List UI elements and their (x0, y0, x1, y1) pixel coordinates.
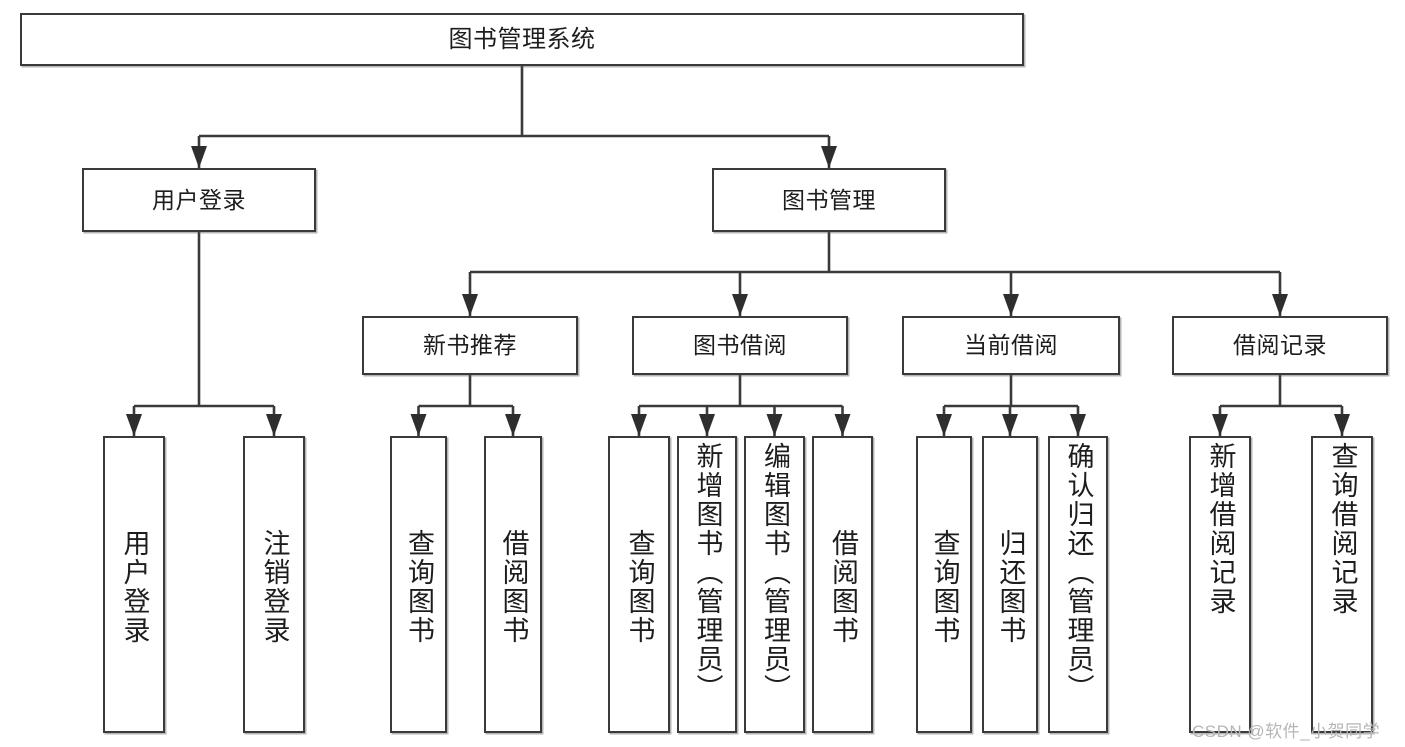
node-label: 图书借阅 (693, 332, 787, 359)
node-label: 用户登录 (119, 528, 150, 645)
node-label: 新书推荐 (423, 332, 517, 359)
connector-arrowhead (462, 294, 478, 316)
node-leaf-query-book-b[interactable]: 查询图书 (608, 436, 670, 733)
node-leaf-query-book-a[interactable]: 查询图书 (390, 436, 447, 733)
node-leaf-add-record[interactable]: 新增借阅记录 (1189, 436, 1251, 733)
watermark-label: CSDN @软件_小贺同学 (1192, 722, 1381, 741)
connector-arrowhead (126, 414, 142, 436)
node-user-login[interactable]: 用户登录 (82, 168, 316, 232)
node-label: 图书管理 (782, 186, 876, 213)
node-leaf-add-book[interactable]: 新增图书（管理员） (677, 436, 737, 733)
connector-arrowhead (834, 414, 851, 436)
node-label: 查询图书 (624, 528, 655, 645)
connector-arrowhead (1002, 414, 1018, 436)
node-leaf-edit-book[interactable]: 编辑图书（管理员） (744, 436, 805, 733)
connector-arrowhead (1003, 294, 1019, 316)
connector-arrowhead (699, 414, 715, 436)
connector-arrowhead (505, 414, 521, 436)
node-book-borrow[interactable]: 图书借阅 (632, 316, 848, 375)
node-label: 查询借阅记录 (1327, 442, 1358, 616)
node-label: 新增借阅记录 (1205, 442, 1236, 616)
node-leaf-user-login[interactable]: 用户登录 (103, 436, 165, 733)
node-leaf-borrow-book-a[interactable]: 借阅图书 (484, 436, 542, 733)
connector-arrowhead (936, 414, 952, 436)
node-book-manage[interactable]: 图书管理 (712, 168, 946, 232)
node-label: 查询图书 (929, 528, 960, 645)
connector-arrowhead (266, 414, 282, 436)
node-root[interactable]: 图书管理系统 (20, 13, 1024, 66)
connector-arrowhead (1212, 414, 1228, 436)
node-label: 借阅图书 (828, 528, 858, 645)
node-leaf-confirm-ret[interactable]: 确认归还（管理员） (1048, 436, 1108, 733)
connector-arrowhead (631, 414, 647, 436)
connector-arrowhead (732, 294, 748, 316)
node-current-borrow[interactable]: 当前借阅 (902, 316, 1120, 375)
connector-arrowhead (191, 146, 207, 168)
connector-arrowhead (766, 414, 783, 436)
node-label: 用户登录 (152, 186, 246, 213)
node-label: 借阅记录 (1233, 332, 1327, 359)
connector-arrowhead (1070, 414, 1086, 436)
node-leaf-user-logout[interactable]: 注销登录 (243, 436, 305, 733)
node-leaf-borrow-book-b[interactable]: 借阅图书 (812, 436, 873, 733)
node-leaf-query-record[interactable]: 查询借阅记录 (1311, 436, 1373, 733)
node-label: 归还图书 (995, 528, 1026, 645)
node-label: 图书管理系统 (448, 25, 596, 53)
node-label: 借阅图书 (498, 528, 529, 645)
connector-arrowhead (821, 146, 837, 168)
node-label: 当前借阅 (964, 332, 1058, 359)
connector-arrowhead (1272, 294, 1288, 316)
node-label: 查询图书 (404, 528, 434, 645)
node-label: 确认归还（管理员） (1063, 442, 1094, 703)
connector-arrowhead (410, 414, 427, 436)
node-leaf-return-book[interactable]: 归还图书 (982, 436, 1038, 733)
node-borrow-record[interactable]: 借阅记录 (1172, 316, 1388, 375)
node-new-book-rec[interactable]: 新书推荐 (362, 316, 578, 375)
node-label: 编辑图书（管理员） (760, 442, 790, 703)
node-label: 注销登录 (259, 528, 290, 645)
node-leaf-query-book-c[interactable]: 查询图书 (916, 436, 972, 733)
connector-arrowhead (1334, 414, 1350, 436)
node-label: 新增图书（管理员） (692, 442, 723, 703)
